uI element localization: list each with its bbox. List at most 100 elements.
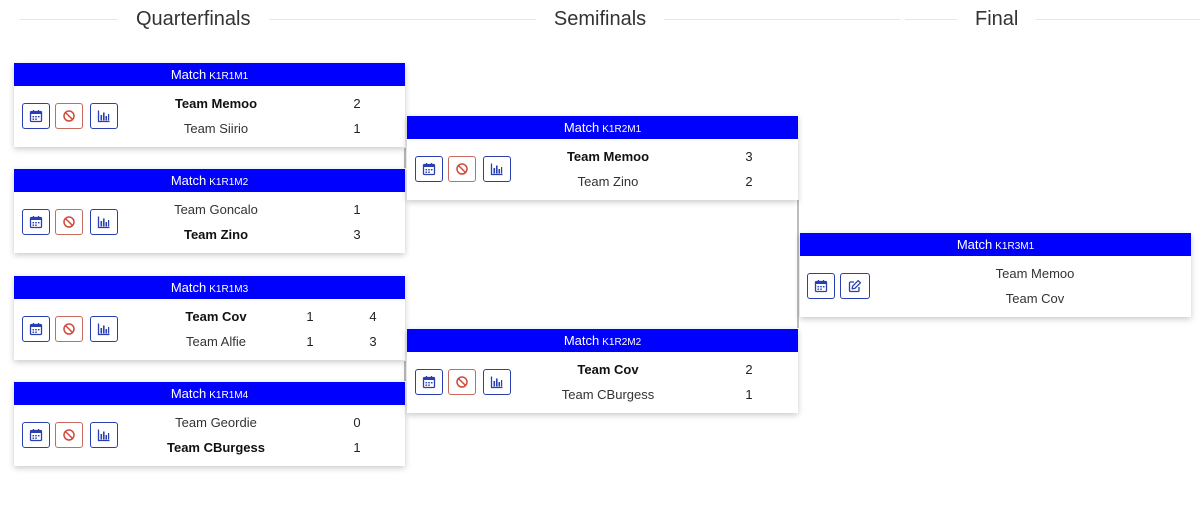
calendar-icon (814, 279, 828, 293)
ban-icon (62, 215, 76, 229)
calendar-icon (422, 162, 436, 176)
team-name: Team Geordie (175, 415, 257, 430)
stats-button[interactable] (90, 316, 118, 342)
team-name: Team Cov (577, 362, 639, 377)
bar-chart-icon (97, 428, 111, 442)
ban-icon (455, 375, 469, 389)
team-name: Team Memoo (174, 96, 258, 111)
edit-result-button[interactable] (840, 273, 870, 299)
schedule-button[interactable] (415, 156, 443, 182)
team-name: Team Goncalo (174, 202, 258, 217)
team-score-secondary: 3 (369, 334, 377, 349)
bar-chart-icon (97, 215, 111, 229)
cancel-match-button[interactable] (55, 422, 83, 448)
team-name: Team Zino (183, 227, 249, 242)
team-score-secondary: 4 (369, 309, 377, 324)
match-code: K1R1M1 (209, 71, 249, 82)
header-divider (300, 18, 536, 20)
team-score: 2 (745, 362, 753, 377)
match-body: Team Cov 1 4 Team Alfie 1 3 (14, 299, 405, 360)
ban-icon (62, 322, 76, 336)
header-divider (905, 18, 957, 20)
match-body: Team Geordie 0 Team CBurgess 1 (14, 405, 405, 466)
stats-button[interactable] (90, 209, 118, 235)
match-code: K1R2M1 (602, 124, 642, 135)
cancel-match-button[interactable] (448, 369, 476, 395)
cancel-match-button[interactable] (55, 209, 83, 235)
team-score: 1 (306, 334, 314, 349)
stats-button[interactable] (483, 156, 511, 182)
bar-chart-icon (97, 109, 111, 123)
stats-button[interactable] (483, 369, 511, 395)
match-body: Team Memoo 2 Team Siirio 1 (14, 86, 405, 147)
cancel-match-button[interactable] (448, 156, 476, 182)
team-name: Team Cov (185, 309, 247, 324)
round-header-semifinals: Semifinals (300, 6, 901, 32)
match-label: Match (170, 67, 207, 82)
team-name: Team Cov (1005, 291, 1065, 306)
calendar-icon (29, 428, 43, 442)
team-score: 0 (353, 415, 361, 430)
team-score: 2 (745, 174, 753, 189)
ban-icon (455, 162, 469, 176)
team-name: Team Memoo (566, 149, 650, 164)
calendar-icon (29, 215, 43, 229)
match-label: Match (170, 386, 207, 401)
match-code: K1R1M3 (209, 284, 249, 295)
schedule-button[interactable] (22, 209, 50, 235)
round-title: Final (975, 7, 1019, 30)
stats-button[interactable] (90, 422, 118, 448)
team-score: 2 (353, 96, 361, 111)
round-title: Quarterfinals (136, 7, 251, 30)
match-code: K1R1M4 (209, 390, 249, 401)
cancel-match-button[interactable] (55, 103, 83, 129)
schedule-button[interactable] (807, 273, 835, 299)
stats-button[interactable] (90, 103, 118, 129)
edit-icon (848, 279, 862, 293)
schedule-button[interactable] (415, 369, 443, 395)
header-divider (1036, 18, 1200, 20)
header-divider (664, 18, 901, 20)
team-score: 3 (745, 149, 753, 164)
bar-chart-icon (490, 375, 504, 389)
round-header-final: Final (905, 6, 1200, 32)
team-name: Team Siirio (183, 121, 249, 136)
team-score: 3 (353, 227, 361, 242)
header-divider (20, 18, 118, 20)
bar-chart-icon (490, 162, 504, 176)
team-name: Team Memoo (995, 266, 1075, 281)
bracket-connector (404, 148, 406, 168)
match-label: Match (563, 333, 600, 348)
team-score: 1 (353, 202, 361, 217)
schedule-button[interactable] (22, 103, 50, 129)
match-label: Match (563, 120, 600, 135)
schedule-button[interactable] (22, 422, 50, 448)
calendar-icon (29, 322, 43, 336)
match-label: Match (170, 280, 207, 295)
match-body: Team Cov 2 Team CBurgess 1 (407, 352, 798, 413)
team-name: Team CBurgess (561, 387, 655, 402)
team-score: 1 (306, 309, 314, 324)
team-score: 1 (353, 121, 361, 136)
cancel-match-button[interactable] (55, 316, 83, 342)
round-title: Semifinals (553, 7, 647, 30)
bracket-connector (404, 361, 406, 381)
ban-icon (62, 109, 76, 123)
team-name: Team Zino (577, 174, 639, 189)
match-code: K1R2M2 (602, 337, 642, 348)
calendar-icon (422, 375, 436, 389)
match-body: Team Memoo 3 Team Zino 2 (407, 139, 798, 200)
team-score: 1 (353, 440, 361, 455)
schedule-button[interactable] (22, 316, 50, 342)
